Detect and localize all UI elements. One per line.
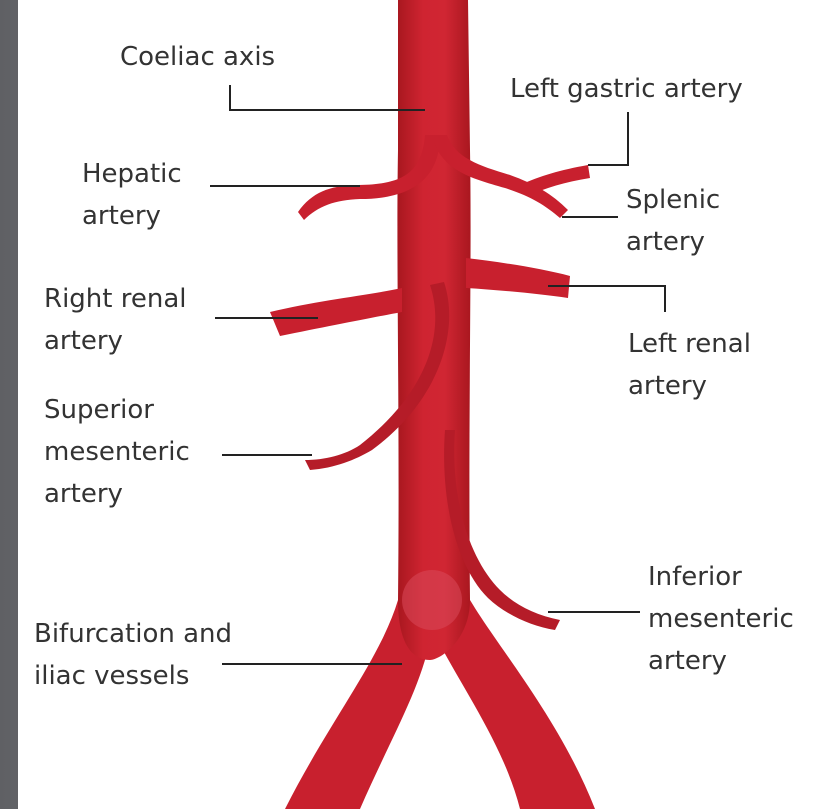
label-right-renal-line2: artery	[44, 326, 123, 356]
label-superior-mesenteric-line1: Superior	[44, 395, 154, 425]
label-bifurcation-line1: Bifurcation and	[34, 619, 232, 649]
label-left-gastric-artery: Left gastric artery	[510, 74, 743, 104]
label-inferior-mesenteric-line3: artery	[648, 646, 727, 676]
label-right-renal-line1: Right renal	[44, 284, 186, 314]
label-splenic-artery-line2: artery	[626, 227, 705, 257]
label-inferior-mesenteric-line2: mesenteric	[648, 604, 794, 634]
label-coeliac-axis: Coeliac axis	[120, 42, 275, 72]
label-superior-mesenteric-line2: mesenteric	[44, 437, 190, 467]
leader-left-gastric	[588, 112, 628, 165]
label-splenic-artery-line1: Splenic	[626, 185, 720, 215]
label-superior-mesenteric-line3: artery	[44, 479, 123, 509]
bifurcation-highlight	[402, 570, 462, 630]
label-bifurcation-line2: iliac vessels	[34, 661, 189, 691]
right-renal-artery-vessel	[270, 288, 402, 336]
label-hepatic-artery-line2: artery	[82, 201, 161, 231]
left-renal-artery-vessel	[466, 258, 570, 298]
label-hepatic-artery-line1: Hepatic	[82, 159, 182, 189]
leader-coeliac-axis	[230, 85, 425, 110]
left-gastric-artery-vessel	[520, 165, 590, 196]
label-left-renal-line2: artery	[628, 371, 707, 401]
label-inferior-mesenteric-line1: Inferior	[648, 562, 742, 592]
label-left-renal-line1: Left renal	[628, 329, 751, 359]
aorta	[397, 0, 470, 660]
